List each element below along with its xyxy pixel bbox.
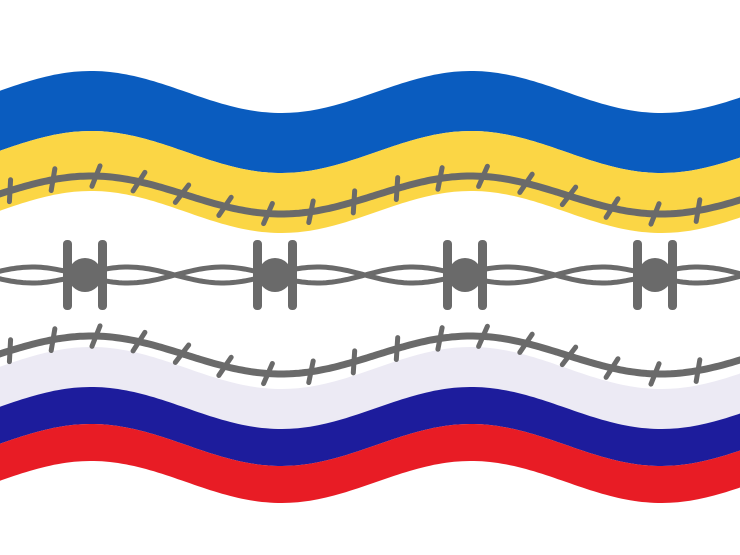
- wire-barb: [89, 163, 103, 189]
- wire-spike-bar: [445, 271, 485, 279]
- wire-barb: [6, 177, 14, 205]
- wire-barb: [393, 175, 401, 203]
- barbed-wire-knots-icon: [0, 240, 740, 310]
- wire-barb: [350, 188, 358, 216]
- wire-strand: [0, 264, 740, 286]
- wire-strand: [0, 332, 740, 378]
- ukraine-flag-blue-stripe: [0, 71, 740, 173]
- wire-barb: [48, 166, 58, 194]
- wire-barb: [350, 348, 358, 376]
- russia-flag-red-stripe: [0, 424, 740, 503]
- wire-barb: [6, 337, 14, 365]
- wire-barb: [435, 165, 445, 192]
- wire-strand: [0, 172, 740, 218]
- wire-barb: [603, 356, 621, 380]
- wire-barb: [559, 184, 579, 208]
- wire-barb: [476, 163, 490, 189]
- wire-barb: [130, 329, 148, 354]
- wire-barb: [559, 344, 579, 368]
- wire-barb: [172, 342, 192, 365]
- wire-barb: [216, 194, 234, 218]
- wire-barb: [261, 200, 275, 227]
- wire-barb: [435, 325, 445, 352]
- barbed-wire-icon: [0, 323, 740, 387]
- ukraine-flag: [0, 71, 740, 233]
- ukraine-flag-yellow-stripe: [0, 131, 740, 233]
- wire-barb: [393, 335, 401, 363]
- wire-barb: [517, 331, 535, 355]
- wire-spike-bar: [255, 271, 295, 279]
- wire-barb: [216, 354, 234, 378]
- wire-barb: [306, 358, 316, 385]
- wire-barb: [261, 360, 275, 387]
- wire-barb: [693, 197, 703, 224]
- wire-barb: [517, 171, 535, 195]
- wire-barb: [48, 326, 58, 354]
- wire-barb: [476, 323, 490, 349]
- wire-barb: [306, 198, 316, 225]
- wire-barb: [648, 201, 662, 227]
- wire-barb: [693, 357, 703, 384]
- wire-barb: [89, 323, 103, 349]
- russia-flag-white-stripe: [0, 347, 740, 429]
- wire-spike-bar: [635, 271, 675, 279]
- wire-barb: [130, 169, 148, 194]
- wire-barb: [172, 182, 192, 205]
- wire-barb: [603, 196, 621, 220]
- russia-flag: [0, 347, 740, 503]
- barbed-wire-icon: [0, 163, 740, 227]
- wire-spike-bar: [65, 271, 105, 279]
- russia-flag-blue-stripe: [0, 387, 740, 466]
- wire-barb: [648, 361, 662, 387]
